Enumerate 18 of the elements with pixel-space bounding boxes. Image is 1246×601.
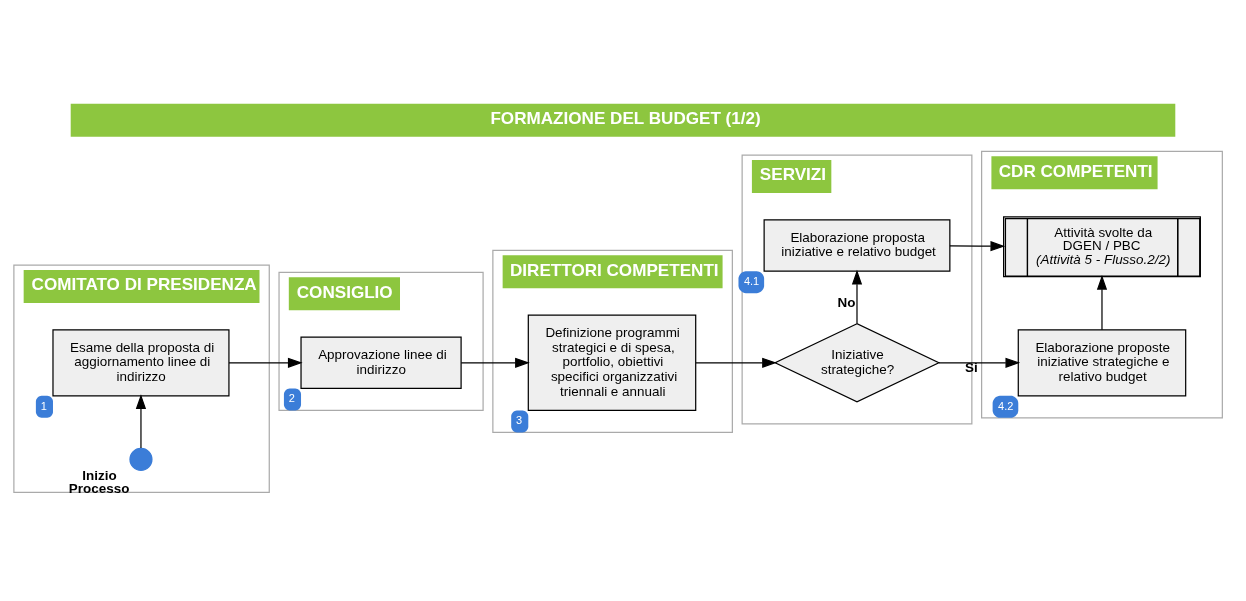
arrow [949,241,1006,252]
node-circle [129,447,153,471]
node-label: 2 [288,392,295,405]
arrow [135,394,147,449]
arrow [695,357,777,368]
arrow [851,269,863,325]
arrow [228,357,303,368]
diagram-title: FORMAZIONE DEL BUDGET (1/2) [490,109,761,129]
arrow [460,357,530,368]
arrow [938,357,1021,368]
node-label: 1 [40,399,47,412]
arrow [1096,275,1108,331]
node-label: 3 [516,414,523,427]
node-label: 4.1 [743,274,760,287]
edge-label: Si [965,360,978,376]
edge-label: No [837,295,856,311]
node-diamond: Iniziative strategiche? [773,323,941,403]
node-label: 4.2 [998,399,1014,412]
